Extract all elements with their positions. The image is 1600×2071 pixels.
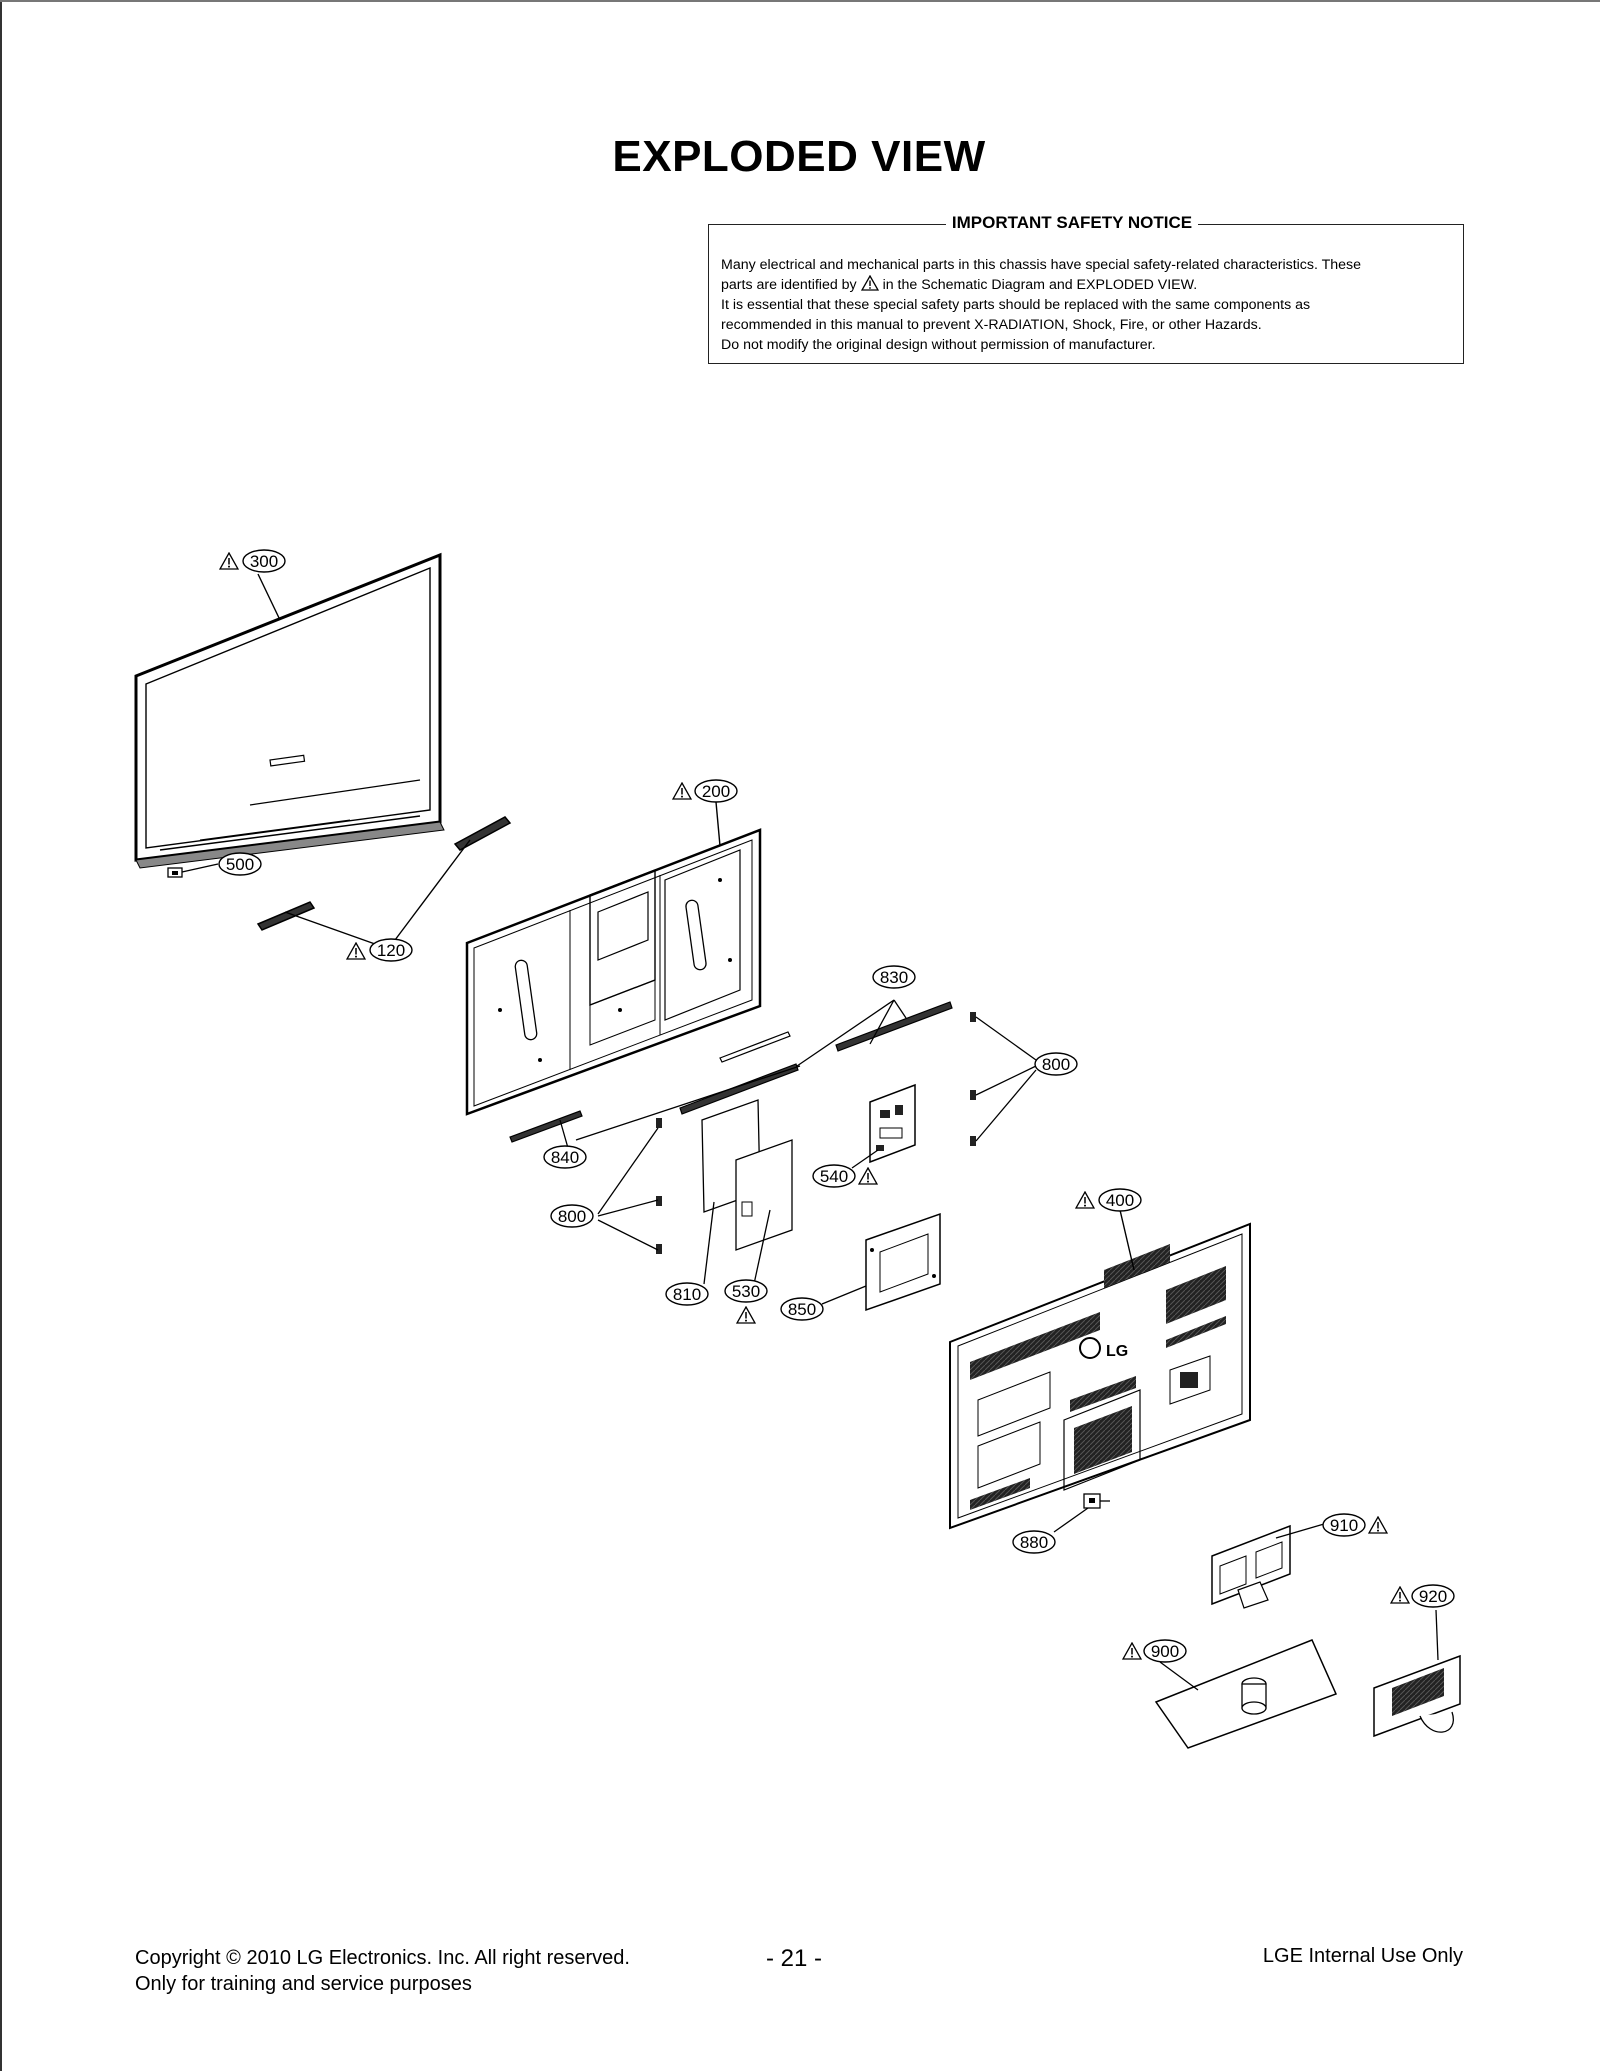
callout-880: 880 (1012, 1530, 1056, 1554)
svg-text:880: 880 (1020, 1533, 1048, 1552)
callout-900: 900 (1122, 1639, 1187, 1663)
callout-810: 810 (665, 1282, 709, 1306)
page-number: - 21 - (766, 1945, 823, 1972)
svg-text:800: 800 (1042, 1055, 1070, 1074)
warning-triangle-icon (858, 1167, 878, 1185)
warning-triangle-icon (346, 942, 366, 960)
callout-400: 400 (1075, 1188, 1142, 1212)
safety-notice-body: Many electrical and mechanical parts in … (721, 255, 1451, 355)
warning-triangle-icon (1122, 1642, 1142, 1660)
callout-910: 910 (1322, 1513, 1388, 1537)
safety-notice-box: IMPORTANT SAFETY NOTICE Many electrical … (708, 213, 1464, 364)
svg-text:810: 810 (673, 1285, 701, 1304)
notice-line: It is essential that these special safet… (721, 297, 1311, 313)
svg-text:530: 530 (732, 1282, 760, 1301)
callout-800-right: 800 (1034, 1052, 1078, 1076)
svg-text:200: 200 (702, 782, 730, 801)
part-910-stand-body (1211, 1524, 1291, 1609)
warning-triangle-icon (1368, 1516, 1388, 1534)
part-880-bracket (1083, 1493, 1110, 1509)
warning-triangle-icon (672, 782, 692, 800)
footer-internal-use: LGE Internal Use Only (1262, 1945, 1463, 1967)
part-500-ir-board (167, 867, 183, 878)
callout-540: 540 (812, 1164, 878, 1188)
page-title: EXPLODED VIEW (612, 132, 986, 181)
svg-text:900: 900 (1151, 1642, 1179, 1661)
lg-logo: LG (1106, 1343, 1128, 1360)
part-400-back-cover: LG (949, 1222, 1251, 1530)
notice-line: parts are identified by in the Schematic… (721, 275, 1198, 293)
warning-triangle-icon (860, 275, 879, 291)
callout-500: 500 (218, 852, 262, 876)
part-850-power-board (865, 1212, 941, 1312)
callout-840: 840 (543, 1145, 587, 1169)
warning-triangle-icon (1075, 1191, 1095, 1209)
svg-text:540: 540 (820, 1167, 848, 1186)
svg-text:800: 800 (558, 1207, 586, 1226)
footer-copyright: Copyright © 2010 LG Electronics. Inc. Al… (135, 1945, 630, 1997)
svg-text:400: 400 (1106, 1191, 1134, 1210)
callout-850: 850 (780, 1297, 824, 1321)
svg-text:500: 500 (226, 855, 254, 874)
part-900-stand-base (1154, 1639, 1338, 1749)
part-800-clips-left (656, 1118, 662, 1254)
callout-830: 830 (872, 965, 916, 989)
svg-text:300: 300 (250, 552, 278, 571)
training-text: Only for training and service purposes (135, 1973, 472, 1995)
callout-120: 120 (346, 938, 413, 962)
part-200-panel-module (465, 828, 762, 1116)
svg-text:850: 850 (788, 1300, 816, 1319)
notice-line: Do not modify the original design withou… (721, 337, 1156, 353)
svg-text:120: 120 (377, 941, 405, 960)
svg-text:830: 830 (880, 968, 908, 987)
part-840-bracket (509, 1110, 583, 1143)
part-540-main-board (869, 1083, 916, 1164)
page-left-border (0, 0, 2, 2071)
callout-920: 920 (1390, 1584, 1455, 1608)
part-300-front-cabinet (134, 552, 445, 869)
callout-200: 200 (672, 779, 738, 803)
notice-line: Many electrical and mechanical parts in … (721, 257, 1362, 273)
copyright-text: Copyright © 2010 LG Electronics. Inc. Al… (135, 1947, 630, 1969)
warning-triangle-icon (1390, 1586, 1410, 1604)
warning-triangle-icon (736, 1306, 756, 1324)
svg-text:910: 910 (1330, 1516, 1358, 1535)
svg-text:840: 840 (551, 1148, 579, 1167)
safety-notice-title: IMPORTANT SAFETY NOTICE (709, 213, 1463, 233)
page-top-border (0, 0, 1600, 2)
svg-text:920: 920 (1419, 1587, 1447, 1606)
part-920-stand-cover (1373, 1654, 1461, 1738)
warning-triangle-icon (219, 552, 239, 570)
callout-800-left: 800 (550, 1204, 594, 1228)
callout-530: 530 (724, 1279, 768, 1324)
part-810-530-sheets (701, 1099, 793, 1251)
notice-line: recommended in this manual to prevent X-… (721, 317, 1262, 333)
callout-300: 300 (219, 549, 286, 573)
part-800-clips-right (970, 1012, 976, 1146)
